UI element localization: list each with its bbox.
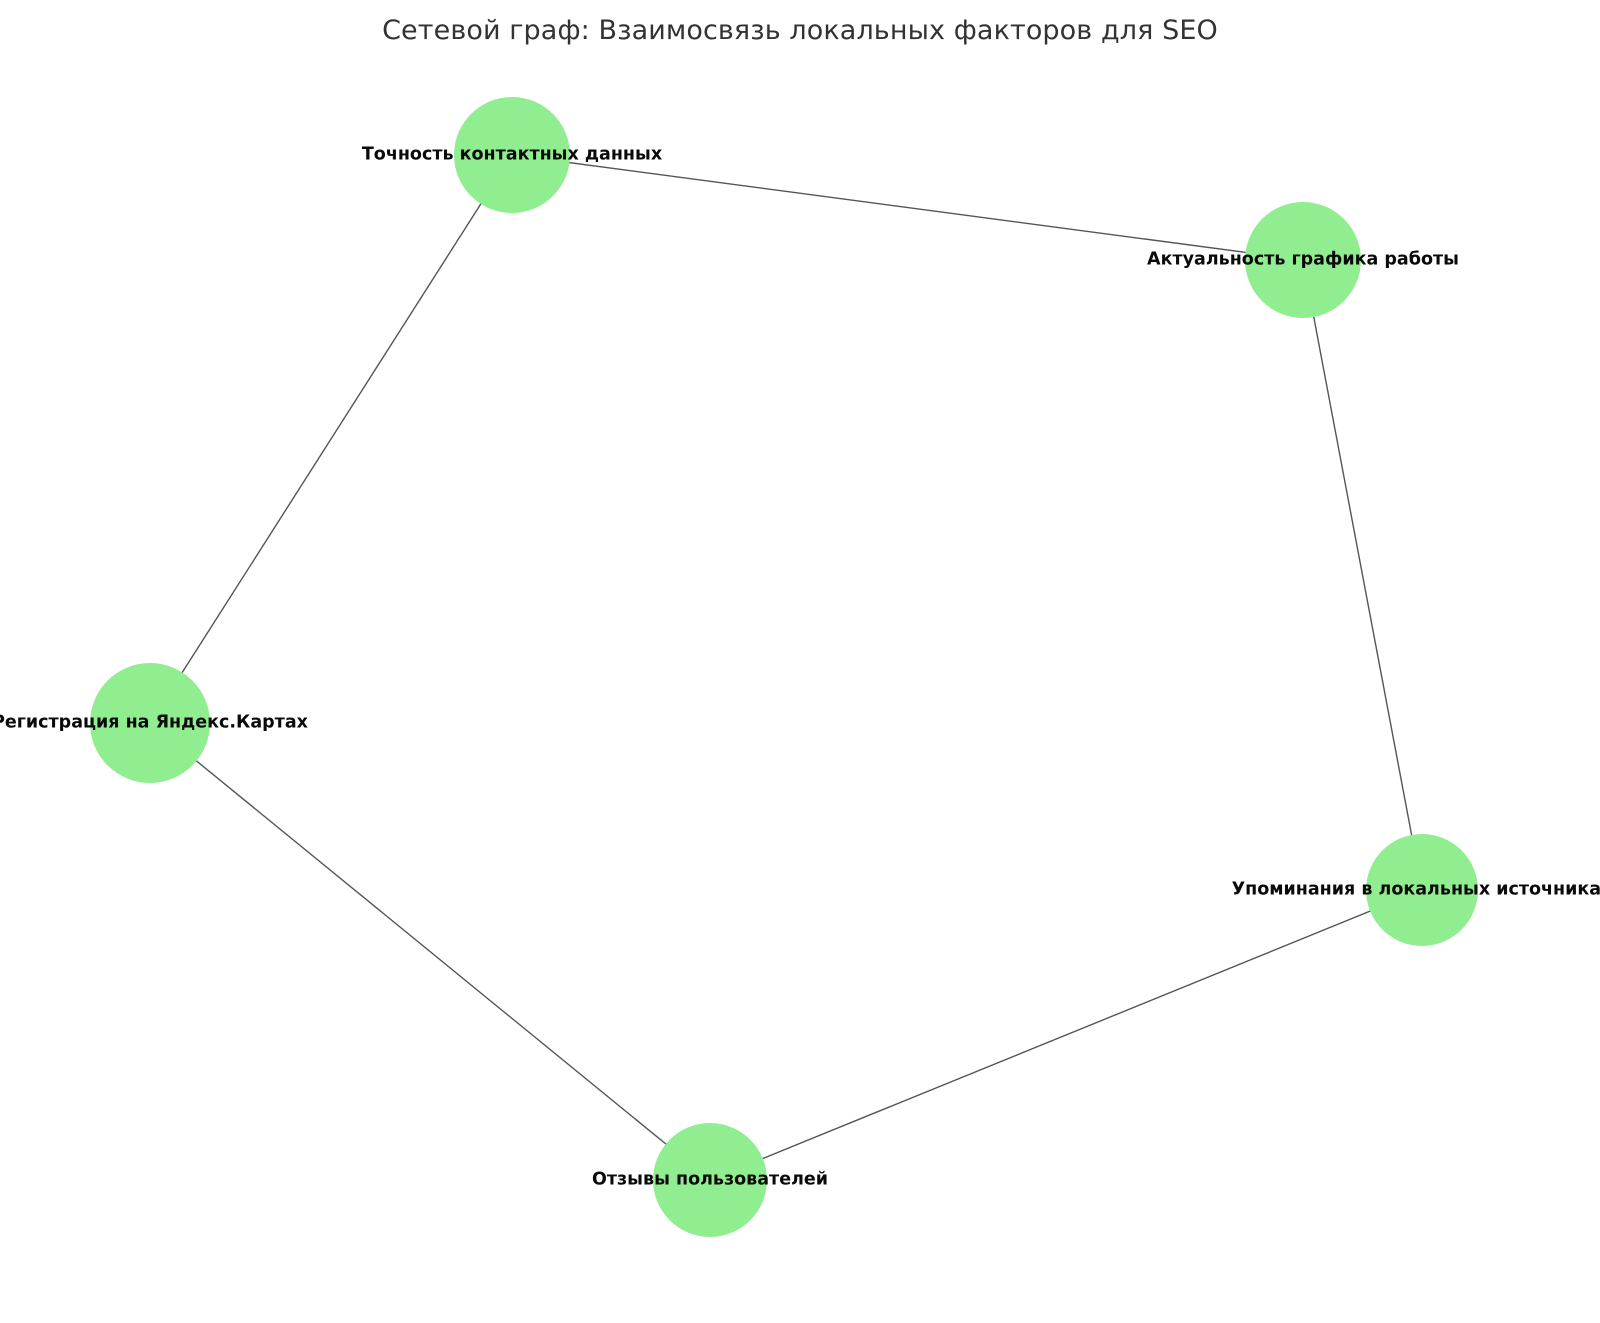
graph-edge [709, 889, 1423, 1181]
graph-node-hours[interactable] [1245, 202, 1361, 318]
page-title: Сетевой граф: Взаимосвязь локальных факт… [382, 15, 1218, 46]
graph-edge [511, 154, 1304, 261]
graph-node-accuracy[interactable] [454, 97, 570, 213]
graph-edge [149, 154, 513, 724]
graph-edge [149, 722, 711, 1181]
graph-node-registration[interactable] [90, 663, 210, 783]
graph-node-reviews[interactable] [653, 1123, 767, 1237]
graph-edge [1302, 259, 1423, 891]
graph-node-mentions[interactable] [1366, 834, 1478, 946]
